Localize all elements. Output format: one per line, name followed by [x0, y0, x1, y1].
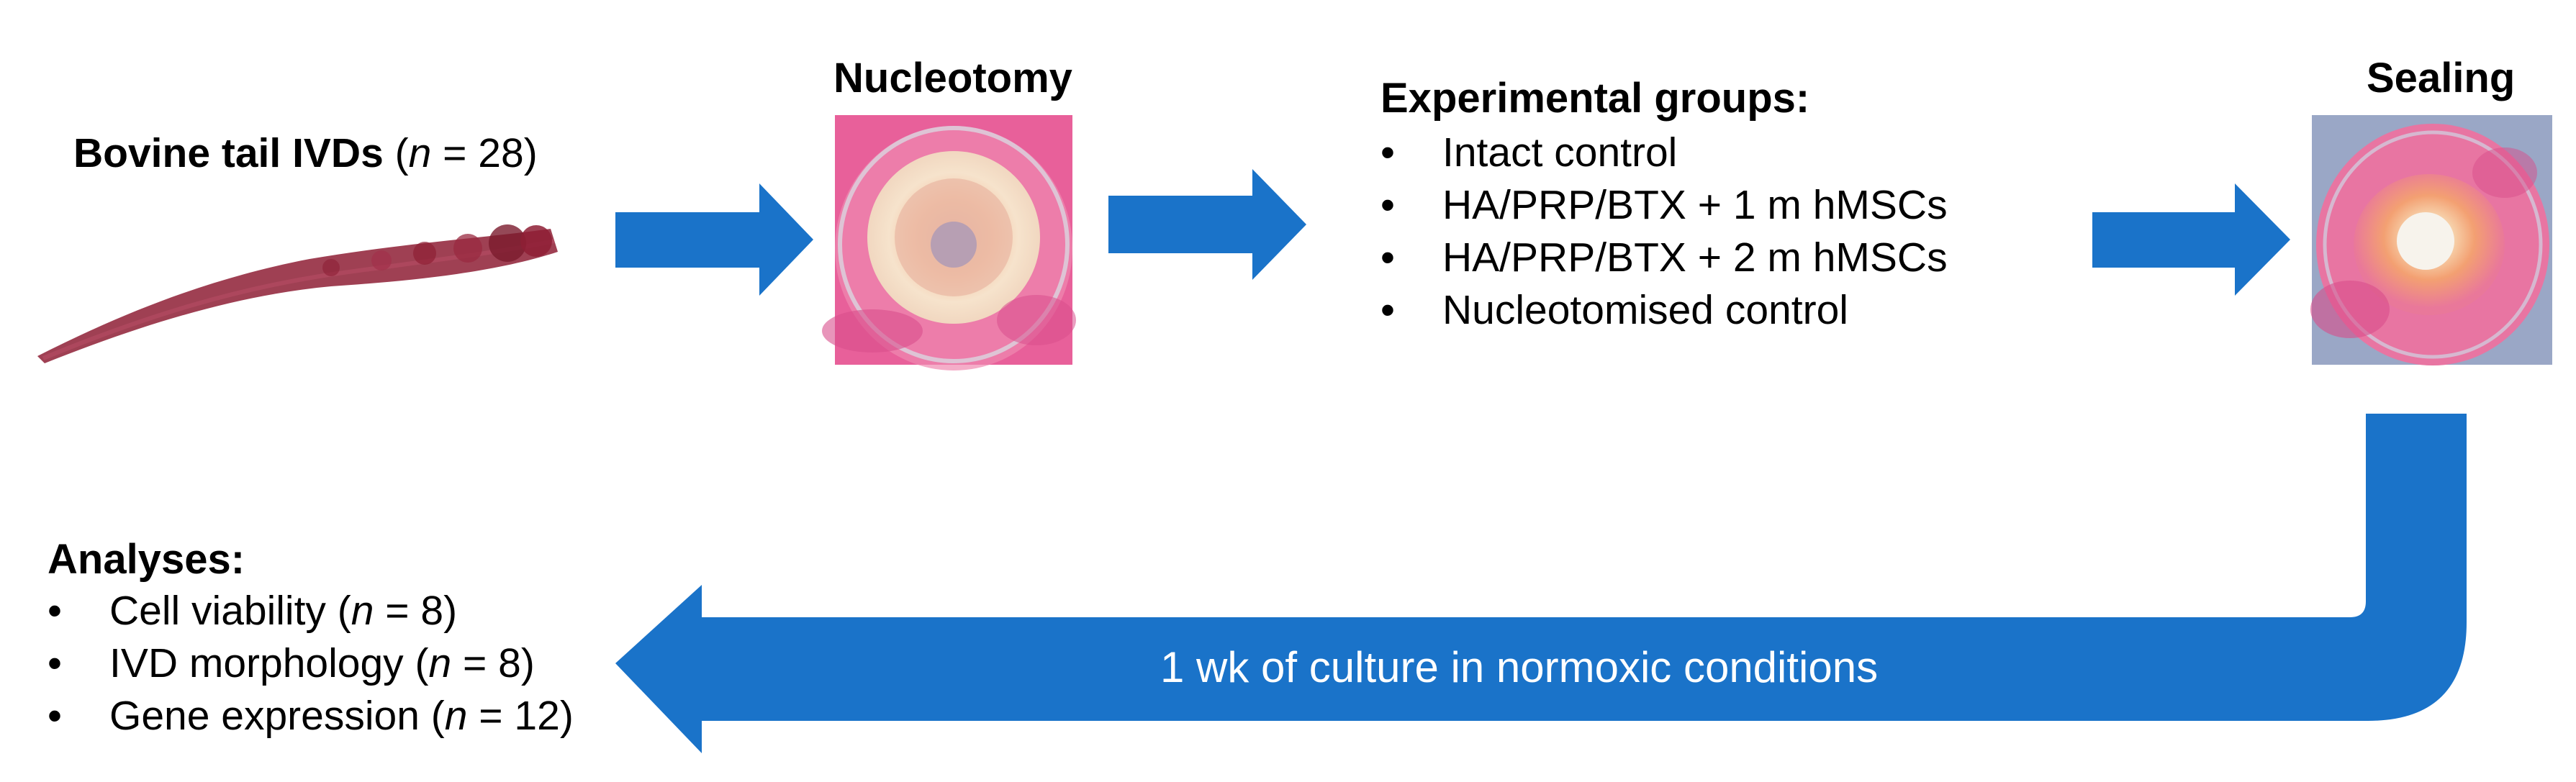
bullet-icon: • — [48, 640, 62, 686]
group-item: • HA/PRP/BTX + 2 m hMSCs — [1380, 232, 1948, 284]
bullet-icon: • — [1380, 235, 1395, 281]
bovine-tail-image — [37, 224, 558, 363]
groups-list: • Intact control • HA/PRP/BTX + 1 m hMSC… — [1380, 127, 1948, 337]
bullet-icon: • — [1380, 182, 1395, 228]
culture-arrow — [615, 414, 2467, 753]
bullet-icon: • — [1380, 287, 1395, 333]
groups-block: Experimental groups: • Intact control • … — [1380, 75, 1948, 337]
nucleotomy-photo — [822, 115, 1076, 370]
analysis-item: • Gene expression (n = 12) — [48, 690, 574, 742]
culture-label: 1 wk of culture in normoxic conditions — [1160, 643, 1879, 691]
analyses-block: Analyses: • Cell viability (n = 8) • IVD… — [48, 536, 574, 742]
sealing-photo — [2310, 115, 2552, 365]
source-n-var: n — [408, 130, 432, 176]
arrow-source-to-nucleotomy — [615, 183, 813, 296]
arrow-nucleotomy-to-groups — [1108, 169, 1306, 280]
sealing-title: Sealing — [2367, 55, 2516, 101]
arrow-groups-to-sealing — [2092, 183, 2290, 296]
bullet-icon: • — [48, 693, 62, 739]
analysis-item: • Cell viability (n = 8) — [48, 585, 574, 637]
bullet-icon: • — [48, 588, 62, 634]
source-label: Bovine tail IVDs (n = 28) — [73, 133, 538, 174]
group-item: • Intact control — [1380, 127, 1948, 179]
analyses-title: Analyses: — [48, 536, 245, 583]
source-n-open: ( — [394, 130, 409, 176]
group-item: • Nucleotomised control — [1380, 284, 1948, 337]
source-n-rest: = 28) — [431, 130, 538, 176]
analyses-list: • Cell viability (n = 8) • IVD morpholog… — [48, 585, 574, 742]
groups-title: Experimental groups: — [1380, 75, 1810, 122]
source-title: Bovine tail IVDs — [73, 130, 384, 176]
bullet-icon: • — [1380, 129, 1395, 176]
analysis-item: • IVD morphology (n = 8) — [48, 637, 574, 690]
nucleotomy-title: Nucleotomy — [833, 55, 1072, 101]
group-item: • HA/PRP/BTX + 1 m hMSCs — [1380, 179, 1948, 232]
